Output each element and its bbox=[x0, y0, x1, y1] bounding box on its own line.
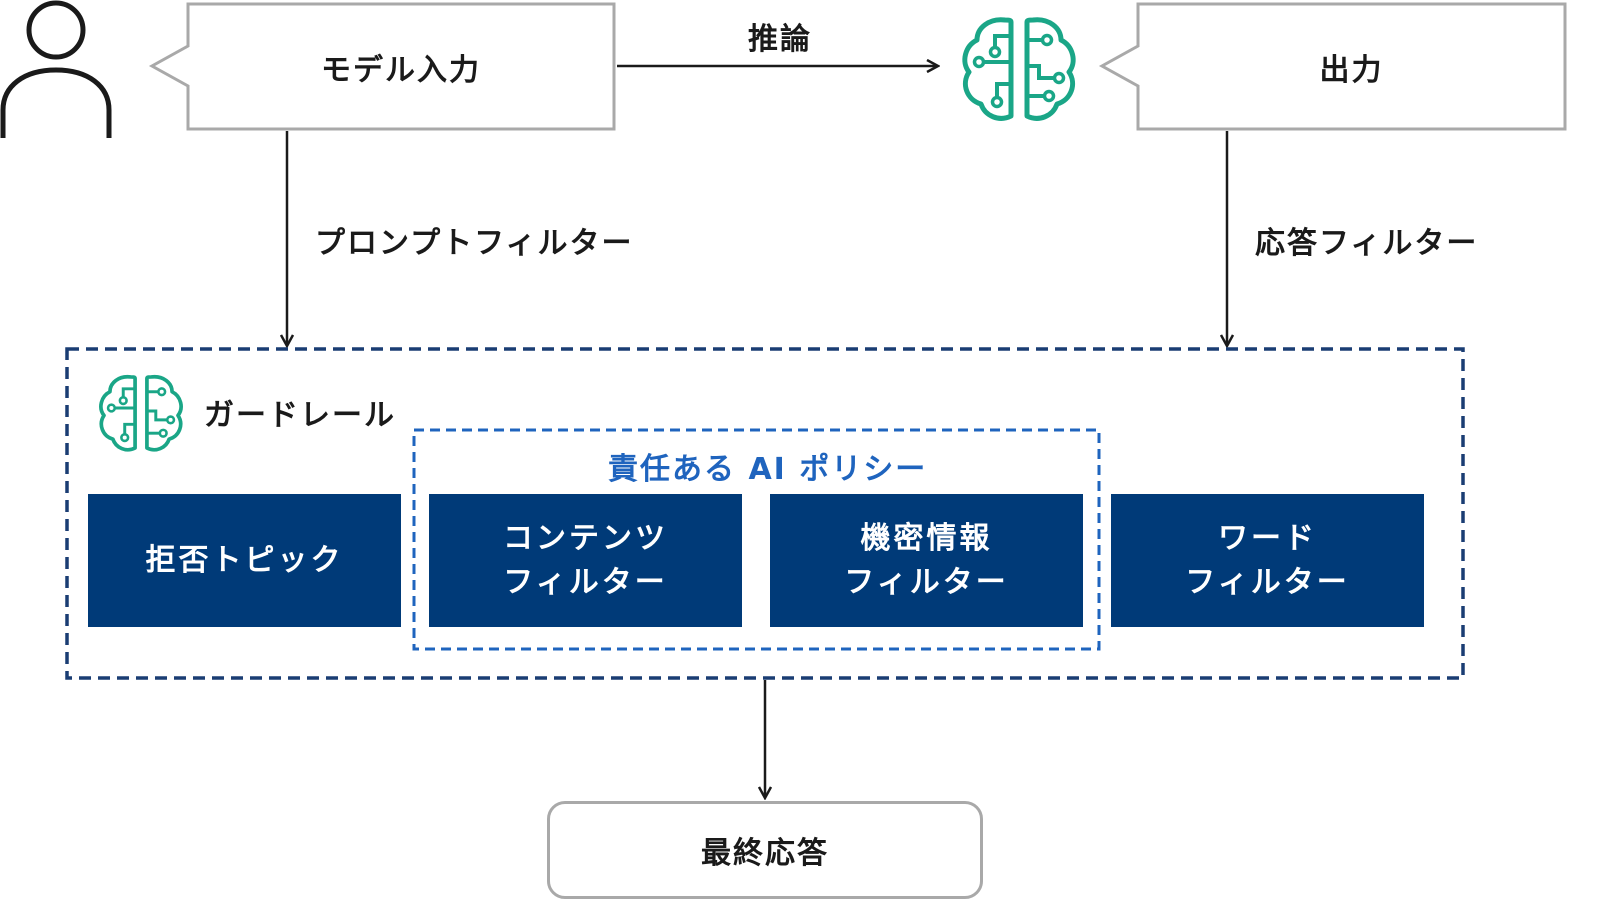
user-icon bbox=[0, 0, 112, 138]
guardrail-brain-icon bbox=[99, 374, 183, 452]
filter-line1: コンテンツ bbox=[503, 520, 668, 556]
guardrail-title: ガードレール bbox=[204, 398, 396, 433]
filter-line1: ワード bbox=[1218, 520, 1317, 556]
brain-circuit-icon bbox=[965, 20, 1073, 119]
sensitive-info-filter-box: 機密情報 フィルター bbox=[770, 494, 1083, 627]
output-bubble bbox=[1098, 2, 1567, 131]
guardrail-container bbox=[65, 347, 1465, 680]
response-filter-label: 応答フィルター bbox=[1255, 226, 1479, 261]
filter-line1: 拒否トピック bbox=[145, 542, 344, 578]
content-filter-box: コンテンツ フィルター bbox=[429, 494, 742, 627]
responsible-ai-policy-title: 責任ある AI ポリシー bbox=[608, 452, 928, 487]
filter-line2: フィルター bbox=[503, 564, 668, 600]
filter-line1: 機密情報 bbox=[860, 520, 993, 556]
final-response-box: 最終応答 bbox=[547, 801, 983, 899]
filter-line2: フィルター bbox=[1185, 564, 1350, 600]
prompt-filter-label: プロンプトフィルター bbox=[315, 226, 634, 261]
filter-line2: フィルター bbox=[844, 564, 1009, 600]
denied-topics-box: 拒否トピック bbox=[88, 494, 401, 627]
output-label: 出力 bbox=[1319, 52, 1384, 88]
responsible-ai-policy-group bbox=[412, 428, 1101, 651]
inference-label: 推論 bbox=[748, 22, 812, 57]
model-input-label: モデル入力 bbox=[321, 52, 481, 88]
model-input-bubble bbox=[148, 2, 616, 131]
word-filter-box: ワード フィルター bbox=[1111, 494, 1424, 627]
